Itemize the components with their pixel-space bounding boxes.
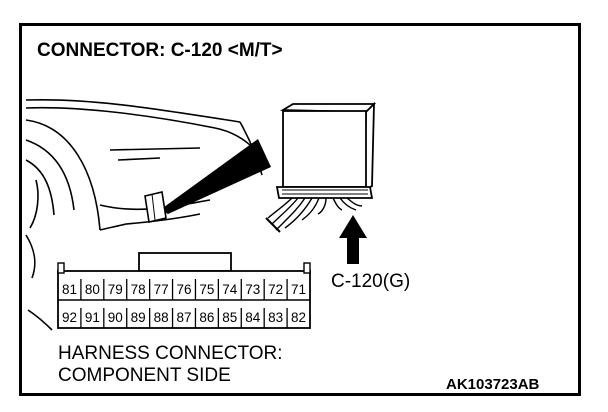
pin-number: 76 <box>176 282 191 297</box>
wire-harness <box>265 197 363 233</box>
pin-number: 84 <box>245 310 261 325</box>
pin-number: 73 <box>245 282 260 297</box>
small-connector <box>144 191 167 223</box>
pin-number: 72 <box>268 282 283 297</box>
pin-number: 83 <box>268 310 283 325</box>
pin-number: 89 <box>131 310 146 325</box>
pin-number: 77 <box>154 282 169 297</box>
pin-number: 78 <box>131 282 146 297</box>
diagram-title: CONNECTOR: C-120 <M/T> <box>37 40 283 61</box>
caption-line-2: COMPONENT SIDE <box>58 365 231 386</box>
callout-wedge <box>160 139 271 214</box>
figure-code: AK103723AB <box>446 376 540 393</box>
diagram-frame <box>19 23 581 396</box>
module-box <box>275 101 377 199</box>
pin-number: 90 <box>108 310 123 325</box>
pin-number: 74 <box>222 282 238 297</box>
pin-number: 82 <box>291 310 306 325</box>
caption-line-1: HARNESS CONNECTOR: <box>58 343 283 364</box>
pin-number: 75 <box>199 282 214 297</box>
pin-number: 86 <box>199 310 214 325</box>
pin-number: 91 <box>85 310 100 325</box>
pin-number: 92 <box>62 310 77 325</box>
pin-number: 80 <box>85 282 100 297</box>
pin-number: 88 <box>154 310 169 325</box>
connector-label: C-120(G) <box>331 271 411 292</box>
pin-number: 87 <box>176 310 191 325</box>
pin-number: 79 <box>108 282 123 297</box>
pin-number: 81 <box>62 282 77 297</box>
pin-number: 85 <box>222 310 237 325</box>
pin-number: 71 <box>291 282 306 297</box>
dashboard-drawing <box>25 98 263 331</box>
harness-connector-face: 81 80 79 78 77 76 75 74 73 72 71 92 91 90 89 88 87 86 85 84… <box>57 252 311 329</box>
arrow-icon <box>339 215 367 264</box>
